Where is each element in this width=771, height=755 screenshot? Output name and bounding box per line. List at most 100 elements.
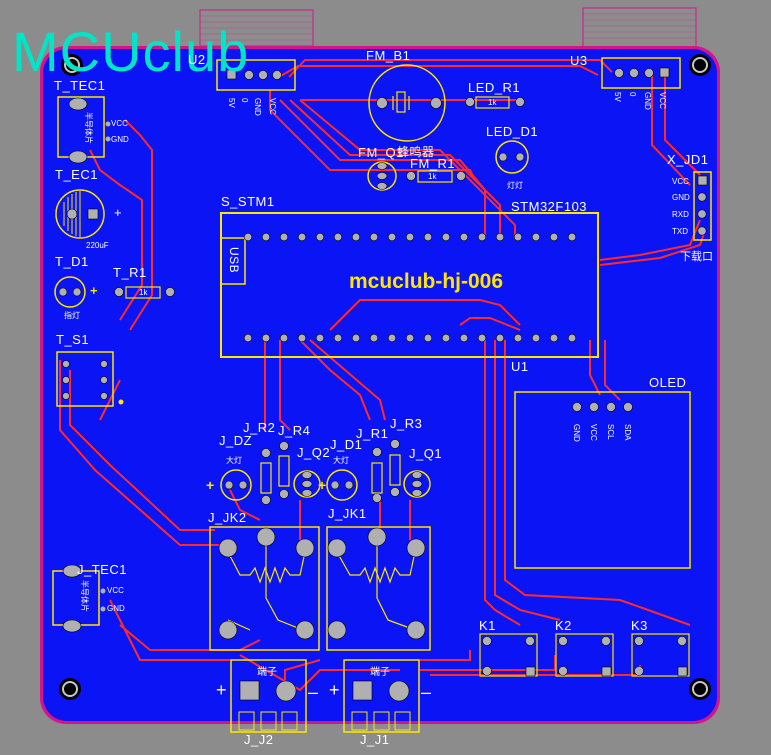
fm-q1-outline bbox=[367, 161, 397, 191]
j-j2-outline bbox=[230, 659, 307, 733]
led-r1-body bbox=[475, 96, 510, 109]
u2-pins bbox=[226, 69, 282, 80]
led-d1-outline bbox=[495, 140, 529, 174]
note-led-d1: 灯灯 bbox=[507, 181, 523, 190]
u3-pin-3: GND bbox=[643, 92, 652, 110]
j-tec1-pin-vcc: VCC bbox=[107, 586, 124, 595]
label-j-j1: J_J1 bbox=[360, 732, 390, 747]
note-j-j2: 端子 bbox=[257, 667, 277, 678]
value-fm-r1: 1k bbox=[428, 172, 437, 181]
keepout-u3 bbox=[582, 7, 697, 49]
label-x-jd1: X_JD1 bbox=[667, 152, 709, 167]
j-dz-outline bbox=[220, 469, 252, 501]
label-t-s1: T_S1 bbox=[56, 332, 90, 347]
oled-pin-sda: SDA bbox=[623, 424, 632, 441]
label-j-jk2: J_JK2 bbox=[208, 510, 247, 525]
u2-outline bbox=[216, 59, 296, 91]
k2-button[interactable] bbox=[555, 633, 614, 677]
value-led-r1: 1k bbox=[488, 98, 497, 107]
j-r4-body bbox=[278, 455, 290, 487]
label-j-r1: J_R1 bbox=[356, 426, 389, 441]
note-t-d1: 指灯 bbox=[64, 311, 80, 320]
label-j-jk1: J_JK1 bbox=[328, 506, 367, 521]
j-d1-plus: + bbox=[318, 477, 327, 493]
j-r1-body bbox=[371, 462, 383, 494]
stm32-module-outline bbox=[220, 212, 599, 358]
t-d1-outline bbox=[54, 276, 86, 308]
label-u2: U2 bbox=[188, 52, 206, 67]
j-d1-outline bbox=[326, 469, 358, 501]
label-j-q2: J_Q2 bbox=[297, 445, 331, 460]
u3-pin-4: VCC bbox=[658, 92, 667, 109]
j-j2-plus: + bbox=[216, 680, 228, 700]
label-led-d1: LED_D1 bbox=[486, 124, 539, 139]
label-s-stm1: S_STM1 bbox=[221, 194, 275, 209]
note-j-tec1: 半导体片 bbox=[80, 580, 89, 612]
label-t-ec1: T_EC1 bbox=[55, 167, 98, 182]
u3-outline bbox=[601, 57, 681, 89]
note-x-jd1: 下载口 bbox=[680, 251, 713, 263]
j-r2-body bbox=[260, 462, 272, 494]
x-jd1-outline bbox=[693, 171, 712, 241]
label-usb: USB bbox=[227, 247, 241, 274]
label-u3: U3 bbox=[570, 53, 588, 68]
t-d1-plus: + bbox=[90, 283, 98, 298]
copper-traces bbox=[59, 59, 706, 692]
label-k3: K3 bbox=[631, 618, 648, 633]
mcuclub-logo: MCUclub bbox=[12, 20, 250, 83]
note-fm-buzzer: 蜂鸣器 bbox=[397, 145, 435, 159]
label-j-r4: J_R4 bbox=[278, 423, 311, 438]
pcb-board bbox=[43, 49, 717, 721]
stm32-top-pins bbox=[243, 232, 577, 242]
x-jd1-pin-vcc: VCC bbox=[672, 177, 689, 186]
label-k2: K2 bbox=[555, 618, 572, 633]
t-tec1-pin-gnd: GND bbox=[111, 135, 129, 144]
board-title: mcuclub-hj-006 bbox=[349, 270, 504, 293]
label-fm-b1: FM_B1 bbox=[366, 48, 411, 63]
j-j1-minus: – bbox=[421, 682, 432, 702]
u2-pin-4: VCC bbox=[268, 98, 277, 115]
j-j1-plus: + bbox=[329, 680, 341, 700]
note-j-j1: 端子 bbox=[370, 667, 390, 678]
j-q1-outline bbox=[403, 470, 431, 498]
label-k1: K1 bbox=[479, 618, 496, 633]
t-ec1-outline bbox=[55, 189, 105, 239]
oled-pin-gnd: GND bbox=[572, 424, 581, 442]
u3-pin-1: 5V bbox=[613, 92, 622, 102]
j-q2-outline bbox=[293, 470, 321, 498]
oled-pin-scl: SCL bbox=[606, 424, 615, 440]
label-j-dz: J_DZ bbox=[219, 433, 253, 448]
t-s1-outline bbox=[56, 351, 114, 407]
u2-pin-3: GND bbox=[253, 98, 262, 116]
stm32-bottom-pins bbox=[243, 333, 577, 343]
label-j-d1: J_D1 bbox=[330, 437, 363, 452]
label-j-q1: J_Q1 bbox=[409, 446, 443, 461]
note-j-d1: 大灯 bbox=[333, 456, 349, 465]
t-ec1-plus: + bbox=[114, 205, 123, 220]
label-j-r2: J_R2 bbox=[243, 420, 276, 435]
k3-button[interactable] bbox=[631, 633, 690, 677]
j-jk1-outline bbox=[326, 526, 431, 651]
j-jk2-outline bbox=[209, 526, 320, 651]
value-t-r1: 1k bbox=[139, 288, 148, 297]
fm-r1-body bbox=[417, 170, 453, 183]
label-fm-r1: FM_R1 bbox=[410, 156, 456, 171]
label-j-r3: J_R3 bbox=[390, 416, 423, 431]
label-t-tec1: T_TEC1 bbox=[54, 78, 106, 93]
x-jd1-pin-txd: TXD bbox=[672, 227, 688, 236]
label-t-d1: T_D1 bbox=[55, 254, 89, 269]
oled-outline bbox=[514, 391, 691, 569]
label-j-tec1: J_TEC1 bbox=[77, 562, 127, 577]
oled-pin-vcc: VCC bbox=[589, 424, 598, 441]
j-tec1-pin-gnd: GND bbox=[107, 604, 125, 613]
label-led-r1: LED_R1 bbox=[468, 80, 521, 95]
label-u1: U1 bbox=[511, 359, 529, 374]
label-j-j2: J_J2 bbox=[244, 732, 274, 747]
note-j-dz: 大灯 bbox=[226, 456, 242, 465]
buzzer-outline bbox=[368, 64, 446, 142]
k1-button[interactable] bbox=[479, 633, 538, 677]
u2-pin-1: 5V bbox=[227, 98, 236, 108]
j-dz-plus: + bbox=[206, 477, 215, 493]
u2-pin-2: 0 bbox=[240, 98, 249, 103]
u3-pins bbox=[614, 67, 670, 78]
